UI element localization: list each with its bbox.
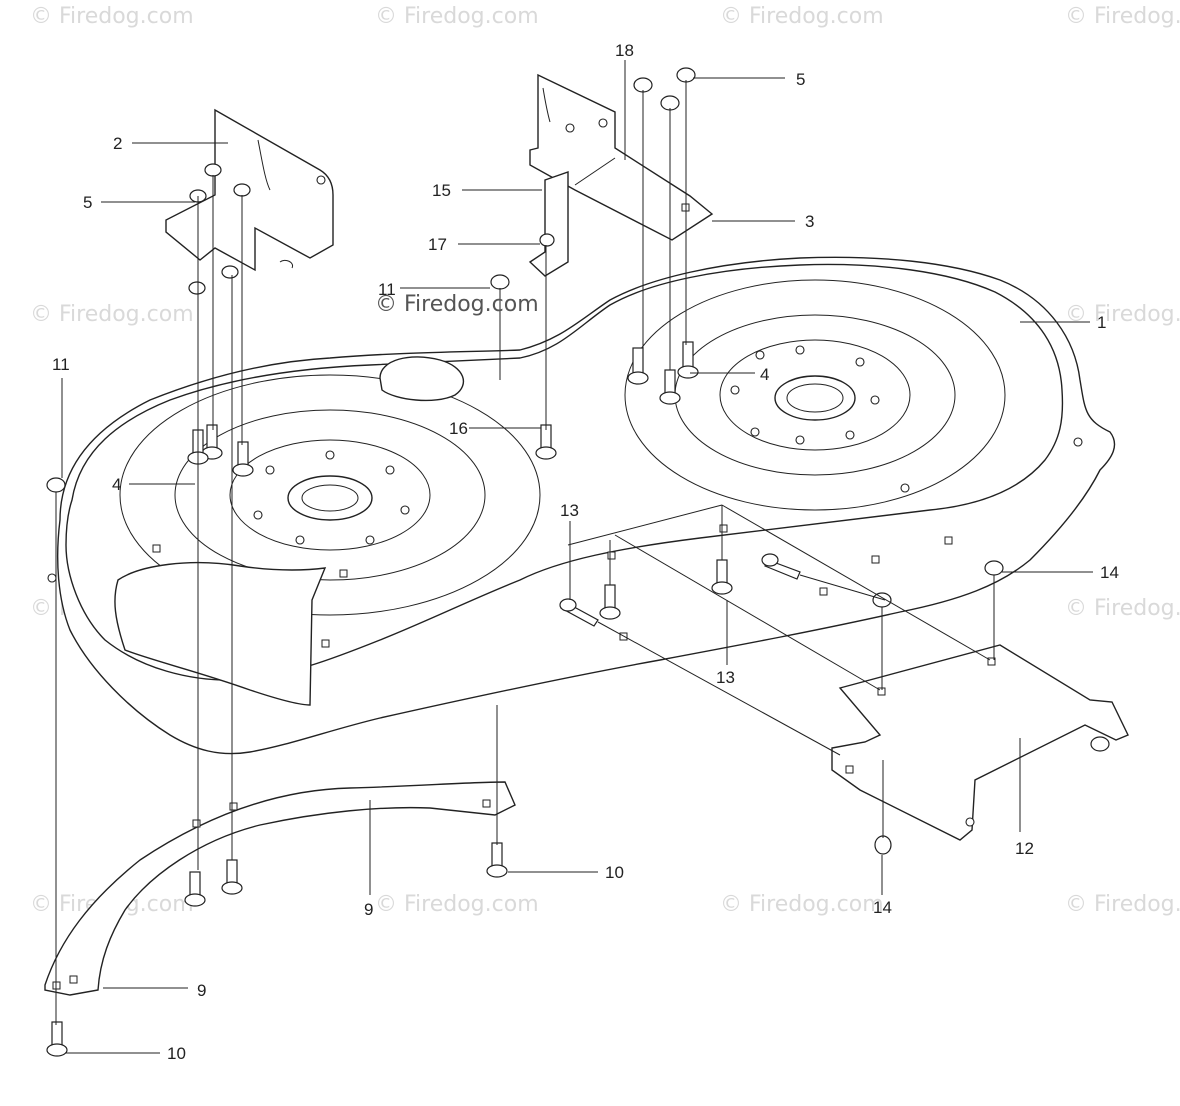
discharge-chute	[114, 562, 327, 706]
callout-3: 3	[805, 212, 815, 231]
callout-14: 14	[1100, 563, 1119, 582]
callout-18: 18	[615, 41, 634, 60]
callout-10: 10	[167, 1044, 186, 1063]
assembly-lines	[55, 80, 995, 1025]
callout-12: 12	[1015, 839, 1034, 858]
callout-13: 13	[716, 668, 735, 687]
callout-17: 17	[428, 235, 447, 254]
callout-1: 1	[1097, 313, 1107, 332]
watermark: © Firedog.com	[1065, 4, 1180, 29]
watermark-main: © Firedog.com	[375, 292, 539, 317]
leader-lines	[61, 60, 1093, 1054]
watermark: © Firedog.com	[30, 302, 194, 327]
bracket-rear	[831, 644, 1129, 841]
callout-9: 9	[364, 900, 374, 919]
callout-11: 11	[378, 280, 396, 299]
callout-4: 4	[760, 365, 770, 384]
callout-13: 13	[560, 501, 579, 520]
watermark: © Firedog.com	[1065, 892, 1180, 917]
callout-11: 11	[52, 355, 70, 374]
callout-9: 9	[197, 981, 207, 1000]
baffle	[44, 781, 516, 996]
watermark: © Firedog.com	[375, 892, 539, 917]
callout-5: 5	[83, 193, 93, 212]
watermark: © Firedog.com	[720, 4, 884, 29]
watermark: © Firedog.com	[30, 4, 194, 29]
callout-4: 4	[112, 475, 122, 494]
callout-2: 2	[113, 134, 123, 153]
bracket-right	[528, 73, 714, 277]
callout-15: 15	[432, 181, 451, 200]
watermark: © Firedog.com	[1065, 596, 1180, 621]
watermark: © Firedog.com	[375, 4, 539, 29]
callout-5: 5	[796, 70, 806, 89]
callout-16: 16	[449, 419, 468, 438]
watermark: © Firedog.com	[1065, 302, 1180, 327]
watermark: © Firedog.com	[720, 892, 884, 917]
callout-10: 10	[605, 863, 624, 882]
callout-14: 14	[873, 898, 892, 917]
